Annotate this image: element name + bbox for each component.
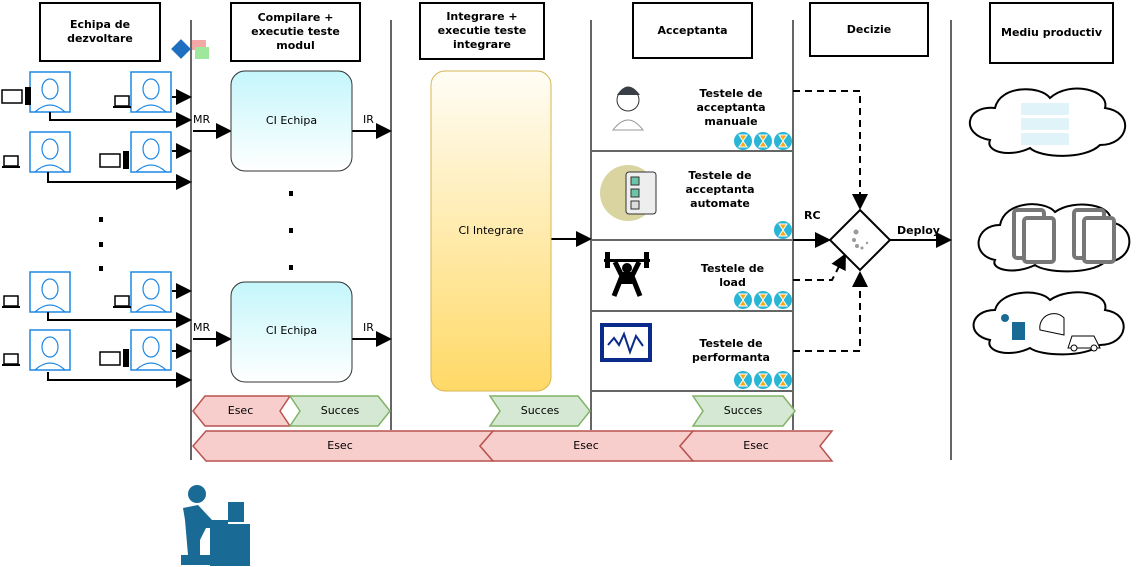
developer-avatar	[130, 71, 172, 113]
laptop-icon	[113, 295, 131, 308]
lane-title-acceptance: Acceptanta	[657, 23, 728, 37]
lane-title-integration: Integrare + executie teste integrare	[437, 10, 527, 51]
ir-label-1: IR	[363, 113, 374, 126]
hourglass-icon	[754, 371, 772, 389]
lane-title-dev-team: Echipa de dezvoltare	[67, 18, 133, 45]
ci-integration-box	[430, 70, 552, 392]
test-row-separators	[591, 150, 793, 392]
ci-team-box-1	[230, 70, 353, 172]
success-label-1: Succes	[320, 404, 360, 417]
success-label-3: Succes	[723, 404, 763, 417]
server-icon	[1021, 103, 1069, 145]
test-performance: Testele de performanta	[692, 337, 770, 364]
hourglass-icon	[774, 371, 792, 389]
ci-team-box-2	[230, 281, 353, 383]
ci-integration-label: CI Integrare	[458, 224, 524, 237]
hourglass-icon	[754, 132, 772, 150]
fail-label-2: Esec	[327, 439, 353, 452]
developer-avatar	[130, 271, 172, 313]
developer-avatars	[1, 71, 172, 371]
lane-title-compile: Compilare + executie teste modul	[251, 11, 340, 52]
result-arrows	[192, 395, 834, 462]
success-arrow-3	[691, 395, 796, 427]
hourglass-icon	[774, 132, 792, 150]
laptop-icon	[2, 155, 20, 168]
test-manual-acceptance: Testele de acceptanta manuale	[696, 87, 766, 128]
test-automated-acceptance: Testele de acceptanta automate	[685, 169, 755, 210]
hourglass-icons	[734, 132, 792, 389]
fail-label-1: Esec	[227, 404, 254, 417]
developer-avatar	[29, 71, 71, 113]
developer-avatar	[29, 131, 71, 173]
lane-title-production: Mediu productiv	[1001, 26, 1102, 39]
desktop-icon	[99, 349, 129, 367]
fail-label-4: Esec	[743, 439, 769, 452]
test-load: Testele de load	[700, 262, 765, 289]
laptop-icon	[113, 95, 131, 108]
lane-title-decision: Decizie	[846, 22, 892, 36]
developer-avatar	[29, 329, 71, 371]
desktop-icon	[1, 87, 31, 105]
lane-headers	[39, 2, 1114, 64]
deploy-label: Deploy	[897, 224, 940, 237]
fail-label-3: Esec	[573, 439, 599, 452]
iot-devices-icon	[1001, 313, 1101, 352]
hourglass-icon	[774, 291, 792, 309]
operator-at-desk-icon	[181, 485, 250, 566]
ir-label-2: IR	[363, 321, 374, 334]
success-label-2: Succes	[520, 404, 560, 417]
hourglass-icon	[734, 371, 752, 389]
developer-arrows	[47, 89, 952, 388]
fail-arrow-1	[192, 395, 292, 427]
hourglass-icon	[734, 132, 752, 150]
test-result-arrows	[793, 90, 868, 352]
developer-avatar	[29, 271, 71, 313]
hourglass-icon	[774, 221, 792, 239]
decision-gateway	[828, 208, 892, 272]
mr-label-1: MR	[193, 113, 211, 126]
ellipsis-dots	[99, 191, 293, 271]
ci-team-label-1: CI Echipa	[265, 114, 318, 127]
weightlifter-icon	[604, 252, 650, 297]
fail-arrow-4	[679, 430, 834, 462]
git-icon	[171, 39, 191, 59]
success-arrow-1	[288, 395, 391, 427]
laptop-icon	[2, 295, 20, 308]
mobile-devices-icon	[1012, 208, 1116, 264]
developer-avatar	[130, 131, 172, 173]
checklist-icon	[600, 165, 657, 221]
success-arrow-2	[488, 395, 591, 427]
hourglass-icon	[734, 291, 752, 309]
rc-label: RC	[804, 209, 821, 222]
performance-monitor-icon	[600, 323, 652, 362]
hourglass-icon	[754, 291, 772, 309]
desktop-icon	[99, 151, 129, 169]
diff-icon	[192, 40, 209, 59]
developer-avatar	[130, 329, 172, 371]
manual-tester-icon	[611, 86, 645, 131]
ci-team-label-2: CI Echipa	[265, 324, 318, 337]
laptop-icon	[2, 353, 20, 366]
mr-label-2: MR	[193, 321, 211, 334]
